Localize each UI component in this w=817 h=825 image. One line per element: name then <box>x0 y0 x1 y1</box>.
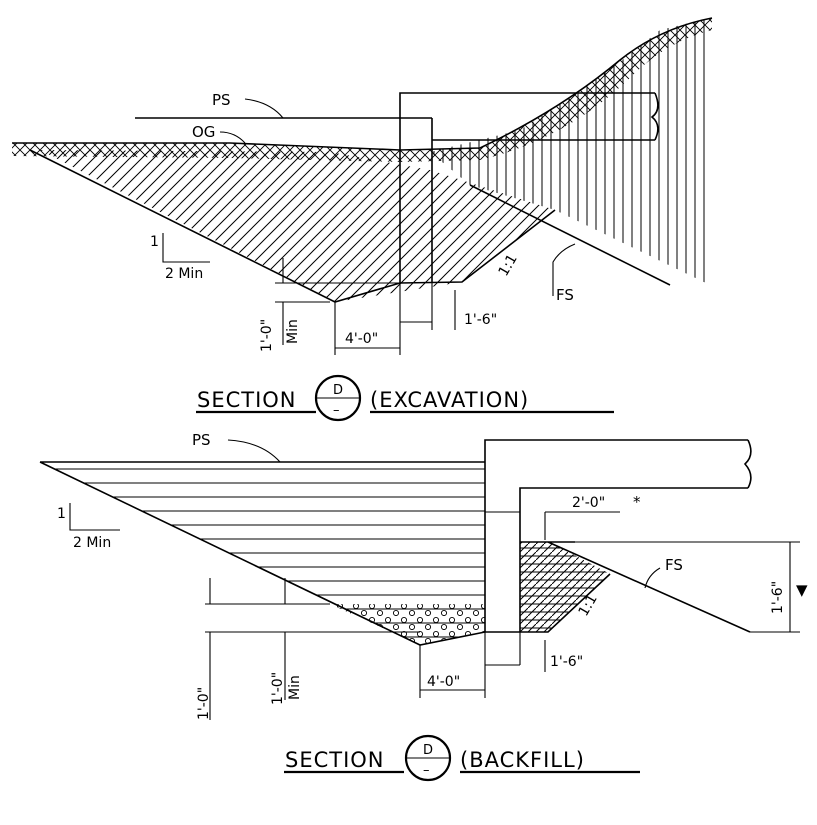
ps-leader-bottom <box>227 439 281 463</box>
excavation-section-title: SECTION D – (EXCAVATION) <box>196 374 614 422</box>
og-leader <box>219 131 246 144</box>
footing-fill-area <box>520 542 610 632</box>
ground-surface-band <box>12 18 712 162</box>
ps-label-bottom: PS <box>192 431 211 449</box>
dim-lines-bottom <box>205 511 800 720</box>
section-word-bottom: SECTION <box>285 748 385 772</box>
dim-1-0-min-label: 1'-0" <box>270 672 286 705</box>
wall-structure-bottom <box>484 439 752 632</box>
ps-leader <box>244 98 284 119</box>
dim-4-0-label: 4'-0" <box>345 331 378 347</box>
original-ground-line <box>12 17 713 151</box>
callout-sheet-bottom: – <box>423 763 430 778</box>
wall-structure <box>399 92 659 283</box>
backfill-section-title: SECTION D – (BACKFILL) <box>284 734 640 782</box>
fs-label-bottom: FS <box>665 556 683 574</box>
fs-leader-bottom <box>644 567 661 589</box>
excavation-hatch-area <box>40 150 555 302</box>
slope-indicator-bottom <box>69 503 120 531</box>
backfill-section: 1 2 Min PS FS 1:1 2'-0" * 1'-6" ▼ 1'-6" … <box>39 431 808 782</box>
backfill-hatch-area <box>40 462 485 645</box>
water-level-triangle: ▼ <box>796 581 808 599</box>
finished-surface-line <box>469 184 671 286</box>
callout-letter-bottom: D <box>423 743 433 758</box>
dim-min-label: Min <box>285 319 301 344</box>
dim-1-6-label-bottom: 1'-6" <box>550 654 583 670</box>
dim-1-0-left-label: 1'-0" <box>196 687 212 720</box>
dim-1-6-vert-label: 1'-6" <box>770 581 786 614</box>
dim-4-0-label-bottom: 4'-0" <box>427 674 460 690</box>
section-word: SECTION <box>197 388 297 412</box>
excavation-section: 1 2 Min PS OG FS 1:1 4'-0" 1'-6" 1'-0" M… <box>12 17 713 422</box>
fs-label: FS <box>556 286 574 304</box>
gravel-bedding-area <box>330 604 485 645</box>
slope-rise-label-bottom: 1 <box>57 506 66 522</box>
dim-lines-top <box>275 258 456 355</box>
slope-1to1-label: 1:1 <box>496 252 521 280</box>
existing-fill-hatch-area <box>430 18 710 285</box>
slope-run-label: 2 Min <box>165 266 203 282</box>
og-label: OG <box>192 123 215 141</box>
callout-sheet: – <box>333 403 340 418</box>
asterisk-note: * <box>633 493 641 511</box>
dim-1-0-label: 1'-0" <box>259 319 275 352</box>
dim-2-0-label: 2'-0" <box>572 495 605 511</box>
ps-label: PS <box>212 91 231 109</box>
slope-indicator <box>162 233 210 263</box>
callout-letter: D <box>333 383 343 398</box>
slope-rise-label: 1 <box>150 234 159 250</box>
dim-min-label-bottom: Min <box>287 675 303 700</box>
backfill-suffix: (BACKFILL) <box>460 748 585 772</box>
dim-1-6-label: 1'-6" <box>464 312 497 328</box>
fs-leader <box>552 243 576 296</box>
slope-run-label-bottom: 2 Min <box>73 535 111 551</box>
excavation-suffix: (EXCAVATION) <box>370 388 529 412</box>
